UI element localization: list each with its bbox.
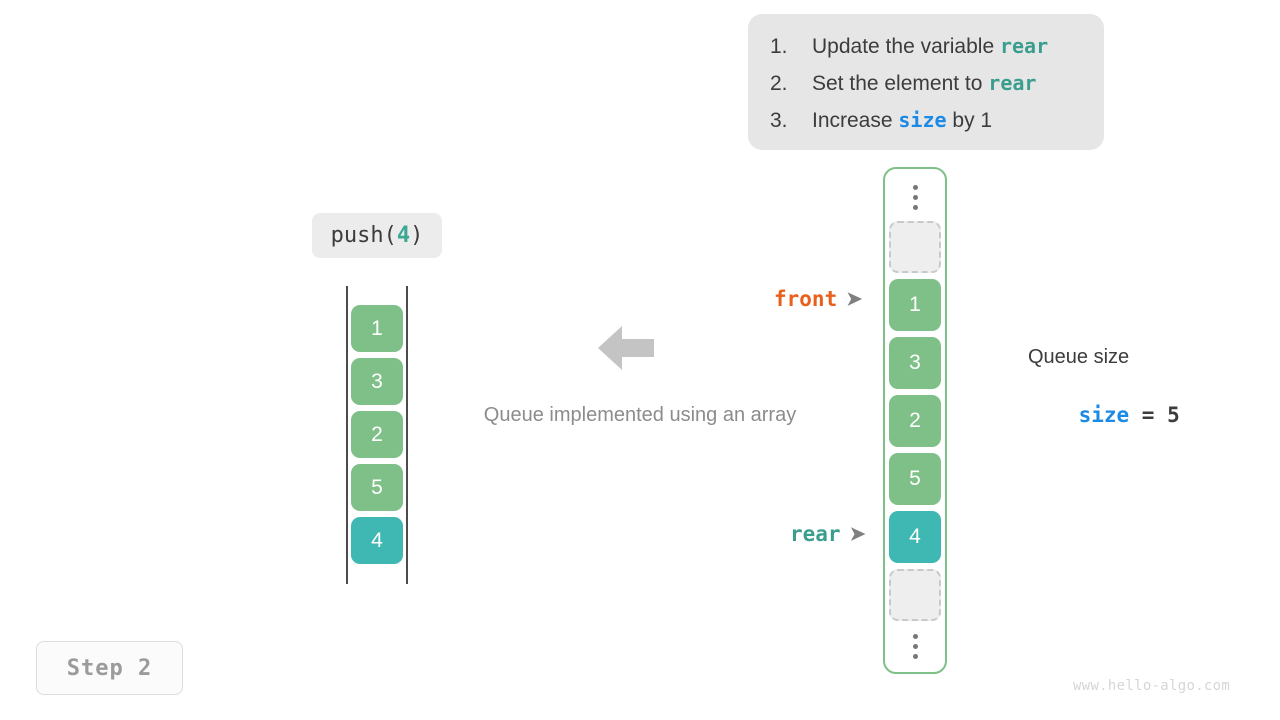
front-pointer-text: front: [774, 287, 838, 311]
array-slot: 3: [889, 337, 941, 389]
step-badge: Step 2: [36, 641, 183, 695]
array-slot-empty: [889, 569, 941, 621]
queue-rail-right: [406, 286, 408, 584]
abstract-queue-cells: 1 3 2 5 4: [351, 305, 403, 570]
instruction-step-code: size: [898, 108, 947, 132]
array-slot-new: 4: [889, 511, 941, 563]
queue-rail-left: [346, 286, 348, 584]
left-arrow-icon: [596, 318, 656, 378]
instruction-step-code: rear: [999, 34, 1049, 58]
queue-size-title: Queue size: [1028, 346, 1130, 368]
ellipsis-icon-top: [889, 178, 941, 216]
queue-size-expression: size = 5: [1028, 379, 1208, 451]
instruction-callout: 1. Update the variable rear 2. Set the e…: [748, 14, 1104, 150]
size-variable-name: size: [1078, 403, 1130, 427]
front-pointer-arrow-icon: ➤: [846, 288, 863, 310]
operation-label: push(4): [312, 213, 442, 258]
front-pointer-label: front ➤: [774, 287, 862, 311]
queue-cell: 3: [351, 358, 403, 405]
operation-name: push(: [330, 223, 397, 248]
queue-cell: 1: [351, 305, 403, 352]
array-slot: 5: [889, 453, 941, 505]
array-slot: 2: [889, 395, 941, 447]
instruction-step-number: 1.: [770, 35, 788, 58]
rear-pointer-text: rear: [790, 522, 841, 546]
memory-array-slots: 1 3 2 5 4: [889, 178, 941, 670]
instruction-step: 3. Increase size by 1: [770, 108, 1104, 145]
operation-close-paren: ): [410, 223, 424, 248]
queue-size-readout: Queue size size = 5: [1028, 343, 1208, 451]
queue-cell: 2: [351, 411, 403, 458]
instruction-step: 2. Set the element to rear: [770, 71, 1104, 108]
ellipsis-icon-bottom: [889, 627, 941, 665]
abstract-queue-diagram: 1 3 2 5 4: [346, 286, 408, 584]
watermark: www.hello-algo.com: [1073, 678, 1231, 694]
instruction-step-text-after: by 1: [946, 109, 993, 132]
instruction-step-number: 2.: [770, 72, 788, 95]
instruction-step-number: 3.: [770, 109, 788, 132]
queue-cell-new: 4: [351, 517, 403, 564]
rear-pointer-arrow-icon: ➤: [849, 523, 866, 545]
instruction-step-code: rear: [988, 71, 1037, 95]
instruction-step-text-before: Increase: [812, 109, 899, 132]
array-slot: 1: [889, 279, 941, 331]
memory-array-container: 1 3 2 5 4: [883, 167, 947, 674]
diagram-caption: Queue implemented using an array: [483, 404, 797, 426]
instruction-step-text-before: Update the variable: [812, 35, 1000, 58]
size-operator: =: [1129, 403, 1168, 427]
instruction-step: 1. Update the variable rear: [770, 34, 1104, 71]
queue-cell: 5: [351, 464, 403, 511]
array-slot-empty: [889, 221, 941, 273]
operation-argument: 4: [396, 223, 411, 248]
size-value: 5: [1167, 403, 1180, 427]
instruction-step-text-before: Set the element to: [812, 72, 989, 95]
rear-pointer-label: rear ➤: [790, 522, 866, 546]
